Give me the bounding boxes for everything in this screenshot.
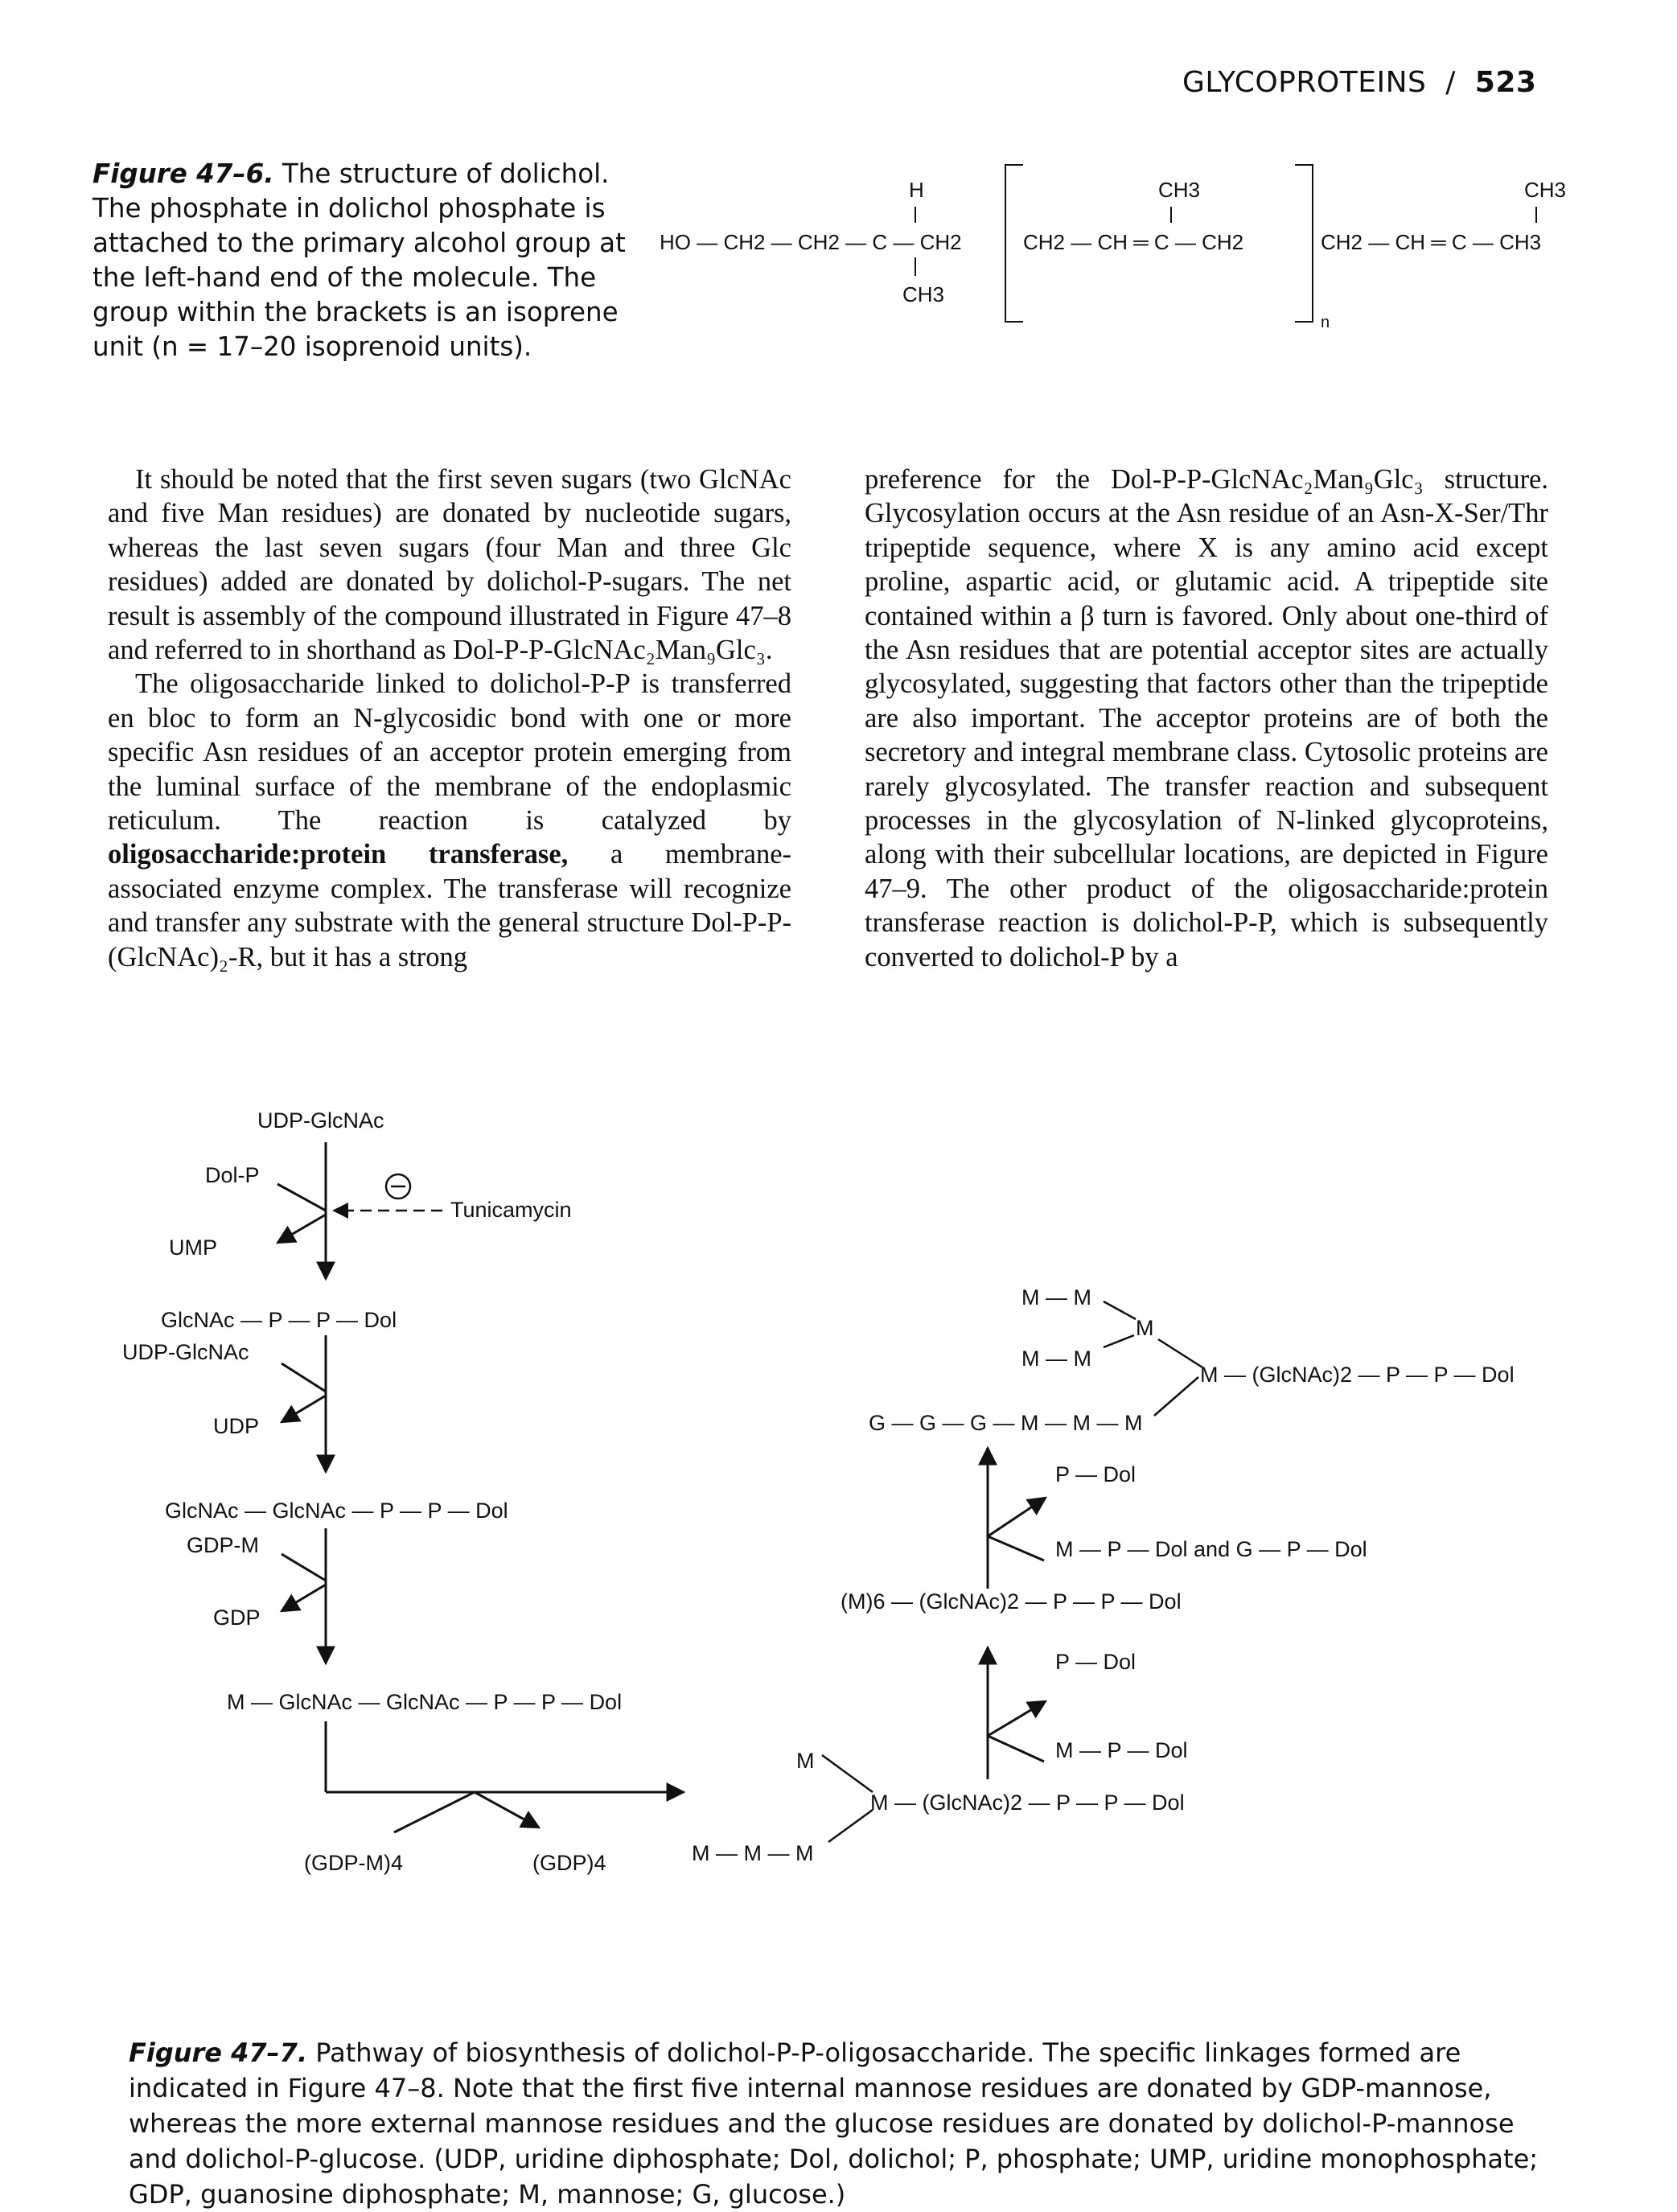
gdp-m4-label: (GDP-M)4 [304,1851,403,1875]
figure-7-caption: Figure 47–7. Pathway of biosynthesis of … [129,2035,1568,2212]
paragraph-text: a membrane-associated enzyme complex. Th… [108,839,792,972]
page-number: 523 [1474,66,1537,99]
structure-ch3-repeat: CH3 [1158,178,1200,202]
running-head: GLYCOPROTEINS / 523 [1182,66,1536,99]
body-column-left: It should be noted that the first seven … [108,463,791,974]
structure-ch3-branch: CH3 [902,282,944,306]
udp-glcnac-2-label: UDP-GlcNAc [122,1340,249,1364]
figure-7-label: Figure 47–7. [129,2037,308,2068]
paragraph: The oligosaccharide linked to dolichol-P… [108,667,791,974]
figure-6-caption: Figure 47–6. The structure of dolichol. … [92,157,647,364]
glcnac2-ppdol: GlcNAc — GlcNAc — P — P — Dol [165,1499,508,1523]
running-head-separator: / [1445,66,1456,99]
m-p-dol-and-g-p-dol: M — P — Dol and G — P — Dol [1055,1537,1367,1561]
mmm-label: M — M — M [692,1841,813,1865]
figure-7-caption-text: Pathway of biosynthesis of dolichol-P-P-… [129,2037,1539,2210]
mm-bottom: M — M [1021,1347,1091,1371]
m5-core: M — (GlcNAc)2 — P — P — Dol [870,1791,1185,1815]
glcnac-ppdol: GlcNAc — P — P — Dol [161,1308,397,1332]
dolichol-structure: H HO — CH2 — CH2 — C — CH2 CH3 CH3 CH2 —… [660,164,1566,331]
tunicamycin-label: Tunicamycin [450,1198,572,1222]
m-middle: M [1136,1316,1154,1340]
p-dol-label-2: P — Dol [1055,1462,1136,1486]
paragraph: preference for the Dol-P-P-GlcNAc₂Man₉Gl… [865,464,1548,972]
m-p-dol-label: M — P — Dol [1055,1738,1188,1762]
structure-chain-end: CH2 — CH ═ C — CH3 [1321,230,1541,254]
m-glcnac2-ppdol: M — GlcNAc — GlcNAc — P — P — Dol [227,1690,622,1714]
inhibition-icon [384,1173,412,1200]
figure-6-label: Figure 47–6. [92,158,274,189]
ump-label: UMP [169,1236,217,1260]
structure-ch3-end: CH3 [1524,178,1566,202]
figure-7-pathway: UDP-GlcNAc Dol-P UMP Tunicamycin GlcNAc … [122,1108,1515,1875]
gdp4-label: (GDP)4 [532,1851,606,1875]
mm-top: M — M [1021,1285,1091,1310]
paragraph: It should be noted that the first seven … [108,464,791,666]
structure-h: H [909,178,924,202]
p-dol-label-1: P — Dol [1055,1650,1136,1674]
udp-label: UDP [213,1414,259,1438]
final-product: M — (GlcNAc)2 — P — P — Dol [1200,1363,1515,1387]
paragraph-text: The oligosaccharide linked to dolichol-P… [108,668,791,837]
figure-6-caption-text: The structure of dolichol. The phosphate… [92,158,626,362]
udp-glcnac-label: UDP-GlcNAc [257,1108,384,1133]
dol-p-label: Dol-P [205,1163,260,1187]
gdp-label: GDP [213,1606,261,1630]
structure-chain-start: HO — CH2 — CH2 — C — CH2 [660,230,962,254]
body-column-right: preference for the Dol-P-P-GlcNAc₂Man₉Gl… [865,463,1548,974]
gdp-m-label: GDP-M [187,1533,259,1557]
structure-n: n [1321,314,1330,331]
structure-repeat-unit: CH2 — CH ═ C — CH2 [1023,230,1243,254]
bold-term: oligosaccharide:protein transferase, [108,839,569,870]
g3-m3-chain: G — G — G — M — M — M [869,1411,1143,1435]
m-branch-label: M [796,1749,815,1773]
running-head-title: GLYCOPROTEINS [1182,66,1427,99]
m6-intermediate: (M)6 — (GlcNAc)2 — P — P — Dol [841,1589,1182,1614]
